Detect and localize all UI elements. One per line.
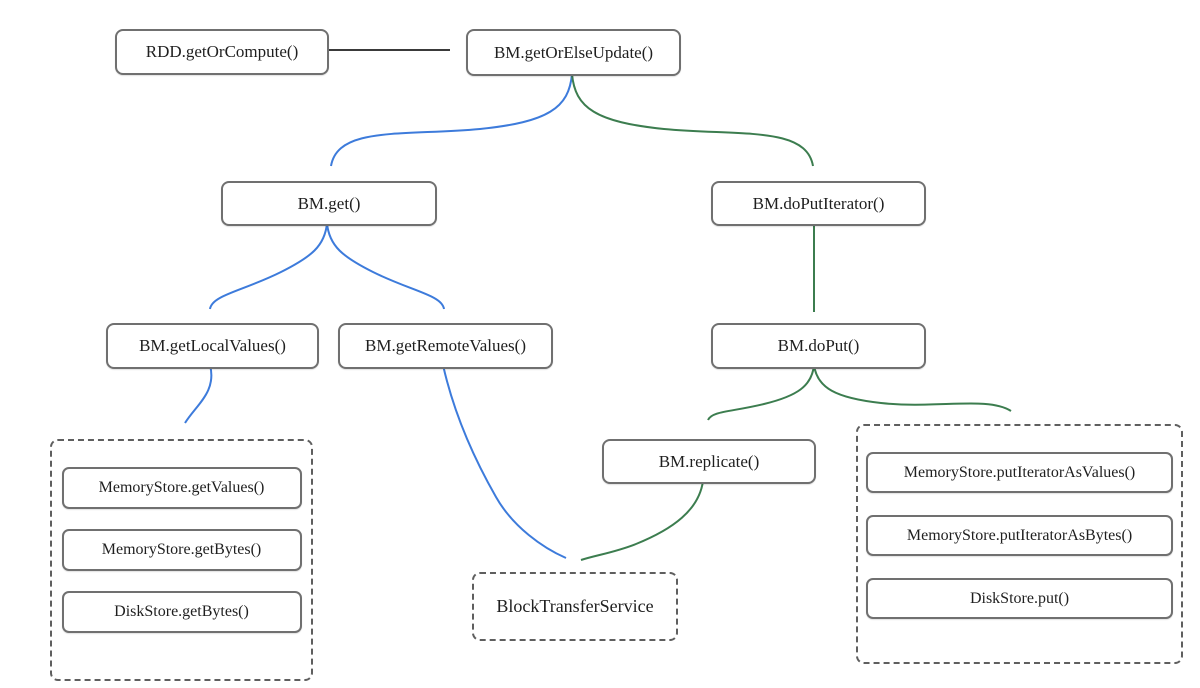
edge-doput-to-putstoregroup bbox=[813, 364, 1012, 412]
node-bm-getremotevalues: BM.getRemoteValues() bbox=[338, 323, 553, 369]
node-memorystore-getbytes: MemoryStore.getBytes() bbox=[61, 529, 302, 571]
node-memorystore-getvalues: MemoryStore.getValues() bbox=[61, 467, 302, 509]
edge-get-to-getremotevalues bbox=[326, 222, 445, 310]
edge-getremotevalues-to-blocktransferservice bbox=[442, 364, 567, 559]
local-store-group: MemoryStore.getValues() MemoryStore.getB… bbox=[50, 439, 313, 681]
node-bm-doput: BM.doPut() bbox=[711, 323, 926, 369]
node-memorystore-putiteratorasbytes: MemoryStore.putIteratorAsBytes() bbox=[866, 515, 1173, 556]
edge-getorelseupdate-to-doputiterator bbox=[571, 73, 814, 167]
node-blocktransferservice: BlockTransferService bbox=[472, 572, 678, 641]
edge-replicate-to-blocktransferservice bbox=[580, 480, 704, 561]
node-bm-get: BM.get() bbox=[221, 181, 437, 226]
node-memorystore-putiteratorasvalues: MemoryStore.putIteratorAsValues() bbox=[866, 452, 1173, 493]
edge-doput-to-replicate bbox=[707, 364, 815, 421]
node-bm-getlocalvalues: BM.getLocalValues() bbox=[106, 323, 319, 369]
edge-getlocalvalues-to-localstoregroup bbox=[184, 364, 213, 424]
edge-get-to-getlocalvalues bbox=[209, 222, 328, 310]
node-bm-replicate: BM.replicate() bbox=[602, 439, 816, 484]
node-rdd-getorcompute: RDD.getOrCompute() bbox=[115, 29, 329, 75]
node-diskstore-put: DiskStore.put() bbox=[866, 578, 1173, 619]
edge-getorelseupdate-to-get bbox=[330, 73, 573, 167]
node-diskstore-getbytes: DiskStore.getBytes() bbox=[61, 591, 302, 633]
node-bm-getorelseupdate: BM.getOrElseUpdate() bbox=[466, 29, 681, 76]
put-store-group: MemoryStore.putIteratorAsValues() Memory… bbox=[856, 424, 1183, 664]
node-bm-doputiterator: BM.doPutIterator() bbox=[711, 181, 926, 226]
